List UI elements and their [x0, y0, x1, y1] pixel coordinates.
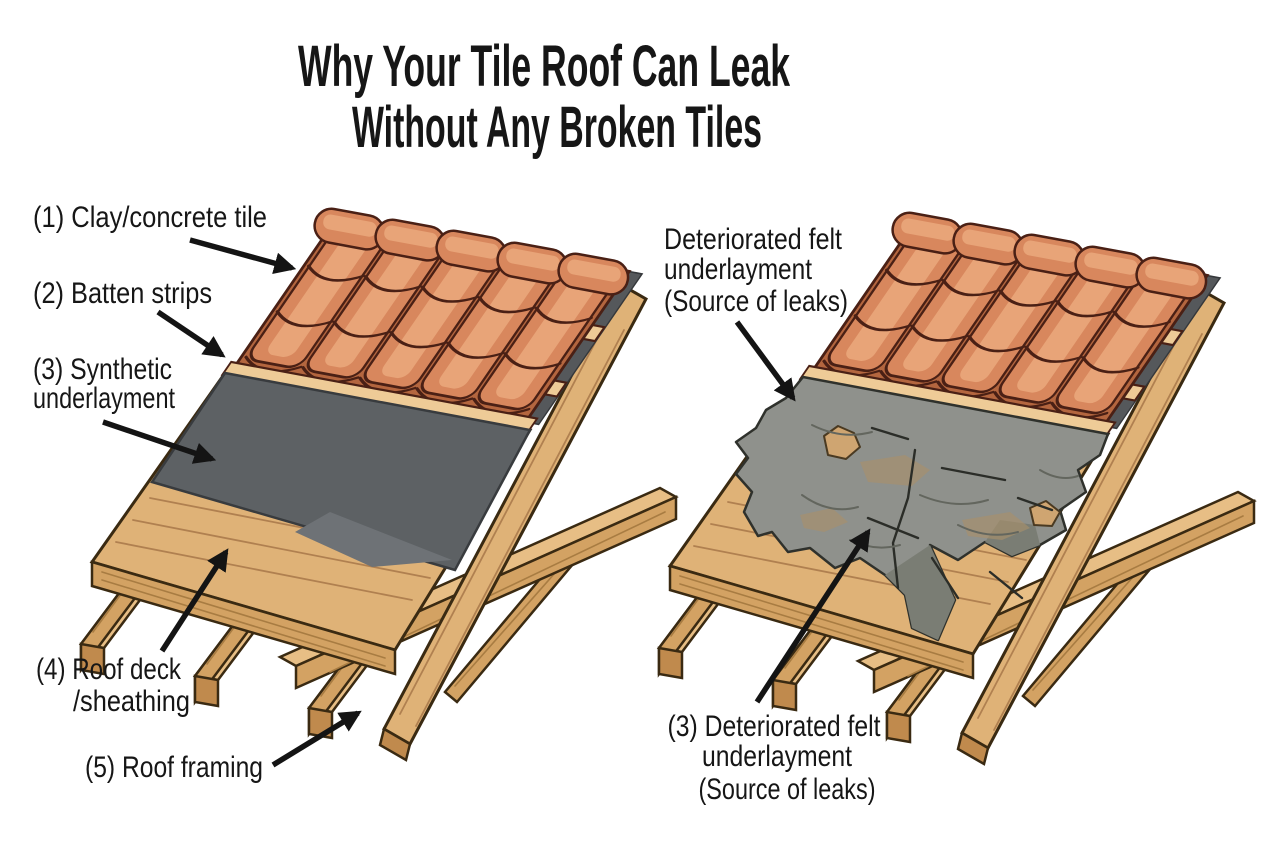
page-title: Why Your Tile Roof Can Leak Without Any …: [298, 34, 790, 160]
label-felt-top-line1: Deteriorated felt: [664, 223, 843, 256]
annotation-arrows: [102, 237, 871, 768]
right-diagram-labels: Deteriorated felt underlayment (Source o…: [664, 223, 881, 806]
left-diagram-labels: (1) Clay/concrete tile (2) Batten strips…: [33, 201, 267, 784]
arrow-batten-strips: [156, 309, 226, 358]
label-batten-strips: (2) Batten strips: [33, 277, 212, 310]
label-felt-top-line2: underlayment: [664, 253, 813, 286]
arrow-felt-top: [734, 320, 796, 402]
title-line-1: Why Your Tile Roof Can Leak: [298, 34, 790, 99]
label-felt-bottom-line2: underlayment: [702, 740, 853, 773]
label-clay-tile: (1) Clay/concrete tile: [33, 201, 267, 234]
label-synthetic-underlayment-line2: underlayment: [33, 382, 176, 415]
arrow-roof-deck: [159, 548, 229, 653]
label-felt-top-line3: (Source of leaks): [664, 285, 848, 318]
label-roof-deck-line2: /sheathing: [73, 685, 190, 718]
arrow-felt-bottom: [754, 528, 871, 704]
label-felt-bottom-line1: (3) Deteriorated felt: [668, 710, 882, 743]
felt-tear: [891, 448, 917, 590]
arrow-synthetic-underlayment: [102, 419, 217, 464]
label-roof-deck-line1: (4) Roof deck: [36, 653, 182, 686]
arrow-roof-framing: [271, 710, 362, 768]
label-felt-bottom-line3: (Source of leaks): [699, 773, 876, 806]
felt-hole: [1029, 500, 1061, 527]
label-synthetic-underlayment-line1: (3) Synthetic: [33, 353, 172, 386]
deteriorated-felt-sheet: [734, 375, 1110, 642]
title-line-2: Without Any Broken Tiles: [352, 95, 762, 160]
label-roof-framing: (5) Roof framing: [85, 751, 263, 784]
arrow-clay-tile: [189, 237, 297, 274]
